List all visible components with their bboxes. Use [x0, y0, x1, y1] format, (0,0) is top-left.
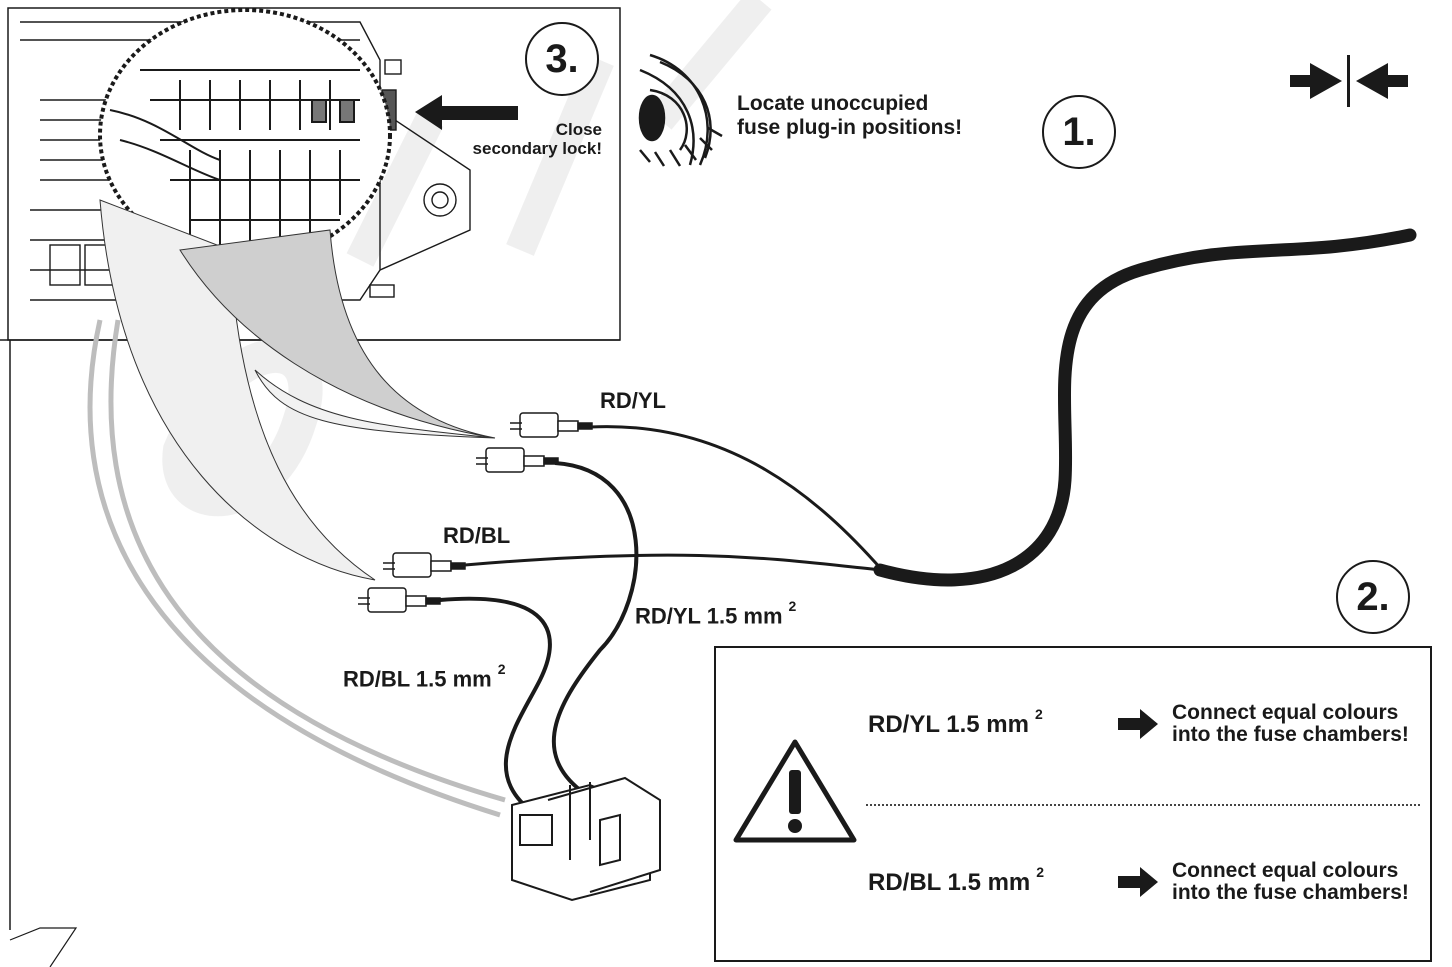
eye-icon — [638, 53, 723, 167]
arrow-right-icon — [1118, 709, 1158, 739]
warning-triangle-icon — [733, 739, 857, 843]
terminal-rd-bl — [383, 552, 466, 578]
arrow-left-icon — [415, 95, 518, 130]
main-harness-cable — [873, 228, 1417, 587]
grey-wire-outer — [87, 319, 501, 818]
fuse-plug-terminals — [358, 412, 593, 613]
projection-beam-lower — [99, 199, 376, 581]
rd-bl-wire — [464, 553, 883, 572]
page-corner — [9, 927, 78, 967]
step-3-line-2: secondary lock! — [472, 139, 602, 158]
terminal-rd-yl-gauge — [476, 447, 559, 473]
instruction-note-rd-yl: Connect equal colours into the fuse cham… — [1172, 702, 1409, 746]
unit-superscript: 2 — [497, 661, 506, 677]
unit-superscript: 2 — [1036, 863, 1045, 880]
grey-wire-inner — [108, 319, 506, 803]
step-1-instruction: Locate unoccupied fuse plug-in positions… — [737, 92, 962, 140]
step-3-badge: 3. — [525, 22, 599, 96]
step-2-badge: 2. — [1336, 560, 1410, 634]
terminal-rd-yl — [510, 412, 593, 438]
rd-bl-gauge-wire — [439, 596, 552, 812]
connector-housing — [511, 776, 661, 902]
note-line: Connect equal colours — [1172, 859, 1399, 882]
unit-superscript: 2 — [788, 598, 797, 614]
step-1-line-2: fuse plug-in positions! — [737, 116, 963, 139]
step-3-line-1: Close — [555, 120, 602, 139]
rd-yl-wire — [589, 425, 884, 571]
note-line: into the fuse chambers! — [1172, 723, 1409, 746]
terminal-rd-bl-gauge — [358, 587, 441, 613]
instruction-note-rd-bl: Connect equal colours into the fuse cham… — [1172, 860, 1409, 904]
arrow-right-icon — [1118, 867, 1158, 897]
instruction-divider — [866, 804, 1420, 806]
note-line: into the fuse chambers! — [1172, 881, 1409, 904]
unit-superscript: 2 — [1034, 705, 1043, 722]
magnifier-view — [98, 8, 392, 262]
converging-arrows-icon — [1290, 55, 1408, 107]
step-1-badge: 1. — [1042, 95, 1116, 169]
note-line: Connect equal colours — [1172, 701, 1399, 724]
label-rd-yl: RD/YL — [600, 388, 666, 413]
rd-yl-gauge-wire — [551, 461, 639, 792]
label-rd-bl: RD/BL — [443, 523, 511, 548]
step-3-instruction: Close secondary lock! — [452, 120, 602, 158]
step-1-line-1: Locate unoccupied — [737, 92, 929, 115]
